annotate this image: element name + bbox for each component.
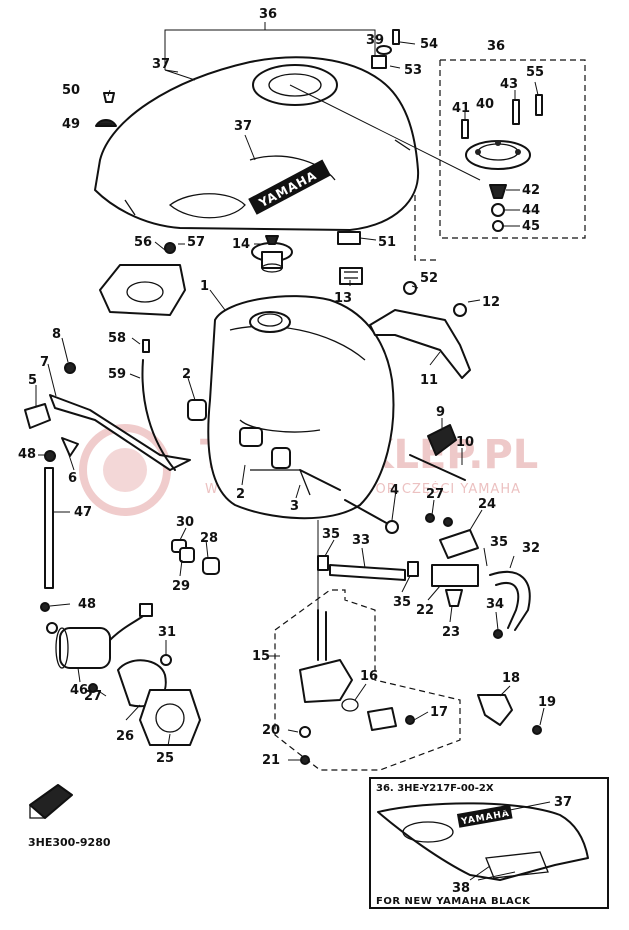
clamp-24 (425, 513, 479, 559)
callout-11: 11 (420, 373, 438, 388)
filler-opening (252, 64, 338, 106)
grommets-2 (187, 399, 291, 469)
fuel-cap-part (465, 140, 531, 170)
callout-35-right: 35 (490, 535, 508, 550)
drawing-number: 3HE300-9280 (28, 836, 111, 849)
inset-panel-36: 36. 3HE-Y217F-00-2X YAMAHA 37 38 FOR NEW… (369, 777, 609, 909)
callout-57: 57 (187, 235, 205, 250)
callout-50: 50 (62, 83, 80, 98)
callout-16: 16 (360, 669, 378, 684)
callout-39: 39 (366, 33, 384, 48)
fitting-18 (477, 694, 542, 735)
callout-34: 34 (486, 597, 504, 612)
callout-17: 17 (430, 705, 448, 720)
callout-6: 6 (68, 471, 77, 486)
callout-7: 7 (40, 355, 49, 370)
fuel-pump-46 (46, 603, 201, 746)
callout-5: 5 (28, 373, 37, 388)
tank-filler-neck (249, 311, 291, 333)
top-screws (95, 29, 400, 127)
callout-47: 47 (74, 505, 92, 520)
inset-callout-37: 37 (554, 795, 572, 810)
callout-49: 49 (62, 117, 80, 132)
bolts-3-4 (299, 469, 399, 534)
callout-28: 28 (200, 531, 218, 546)
callout-54: 54 (420, 37, 438, 52)
callout-42: 42 (522, 183, 540, 198)
callout-24: 24 (478, 497, 496, 512)
inset-callout-38: 38 (452, 881, 470, 896)
callout-21: 21 (262, 753, 280, 768)
callout-2-upper: 2 (182, 367, 191, 382)
tank-cap-14 (251, 235, 293, 273)
callout-45: 45 (522, 219, 540, 234)
callout-48-lower: 48 (78, 597, 96, 612)
callout-36-cap: 36 (487, 39, 505, 54)
callout-37-cover: 37 (152, 57, 170, 72)
callout-31: 31 (158, 625, 176, 640)
callout-8: 8 (52, 327, 61, 342)
fuel-cock-assembly-15 (274, 520, 461, 771)
callout-29: 29 (172, 579, 190, 594)
callout-2-lower: 2 (236, 487, 245, 502)
callout-27-lower: 27 (84, 689, 102, 704)
callout-10: 10 (456, 435, 474, 450)
callout-58: 58 (108, 331, 126, 346)
callout-4: 4 (390, 483, 399, 498)
callout-36-top: 36 (259, 7, 277, 22)
callout-18: 18 (502, 671, 520, 686)
callout-48-upper: 48 (18, 447, 36, 462)
lever-9-10 (409, 424, 466, 481)
callout-55: 55 (526, 65, 544, 80)
callout-14: 14 (232, 237, 250, 252)
callout-35-lower: 35 (393, 595, 411, 610)
fuel-tank-cover: YAMAHA (94, 56, 420, 231)
bracket-11 (369, 281, 471, 379)
callout-1: 1 (200, 279, 209, 294)
left-side-parts (24, 339, 191, 612)
callout-35-left: 35 (322, 527, 340, 542)
callout-20: 20 (262, 723, 280, 738)
callout-27-upper: 27 (426, 487, 444, 502)
callout-44: 44 (522, 203, 540, 218)
callout-12: 12 (482, 295, 500, 310)
rubber-pads (337, 231, 363, 285)
callout-15: 15 (252, 649, 270, 664)
callout-59: 59 (108, 367, 126, 382)
watermark-logo-icon (79, 424, 171, 516)
front-direction-flag-icon (29, 784, 73, 819)
watermark-logo-core (103, 448, 147, 492)
callout-46: 46 (70, 683, 88, 698)
callout-13: 13 (334, 291, 352, 306)
callout-labels: 36 37 37 39 54 53 50 49 36 43 55 41 40 4… (18, 7, 556, 768)
callout-25: 25 (156, 751, 174, 766)
callout-53: 53 (404, 63, 422, 78)
callout-30: 30 (176, 515, 194, 530)
callout-23: 23 (442, 625, 460, 640)
rubber-seat-56 (99, 242, 186, 316)
callout-22: 22 (416, 603, 434, 618)
callout-52: 52 (420, 271, 438, 286)
inset-title: 36. 3HE-Y217F-00-2X (376, 783, 494, 794)
leader-lines (35, 41, 545, 761)
grommets-28-30 (171, 539, 220, 575)
callout-26: 26 (116, 729, 134, 744)
callout-33: 33 (352, 533, 370, 548)
callout-51: 51 (378, 235, 396, 250)
cap-assembly-box (289, 59, 586, 261)
callout-3: 3 (290, 499, 299, 514)
callout-32: 32 (522, 541, 540, 556)
hoses-and-filter (317, 555, 531, 639)
callout-40: 40 (476, 97, 494, 112)
callout-43: 43 (500, 77, 518, 92)
callout-9: 9 (436, 405, 445, 420)
callout-37-panel: 37 (234, 119, 252, 134)
callout-56: 56 (134, 235, 152, 250)
callout-41: 41 (452, 101, 470, 116)
inset-note: FOR NEW YAMAHA BLACK (376, 896, 531, 907)
callout-19: 19 (538, 695, 556, 710)
fuel-tank-body (207, 295, 395, 520)
